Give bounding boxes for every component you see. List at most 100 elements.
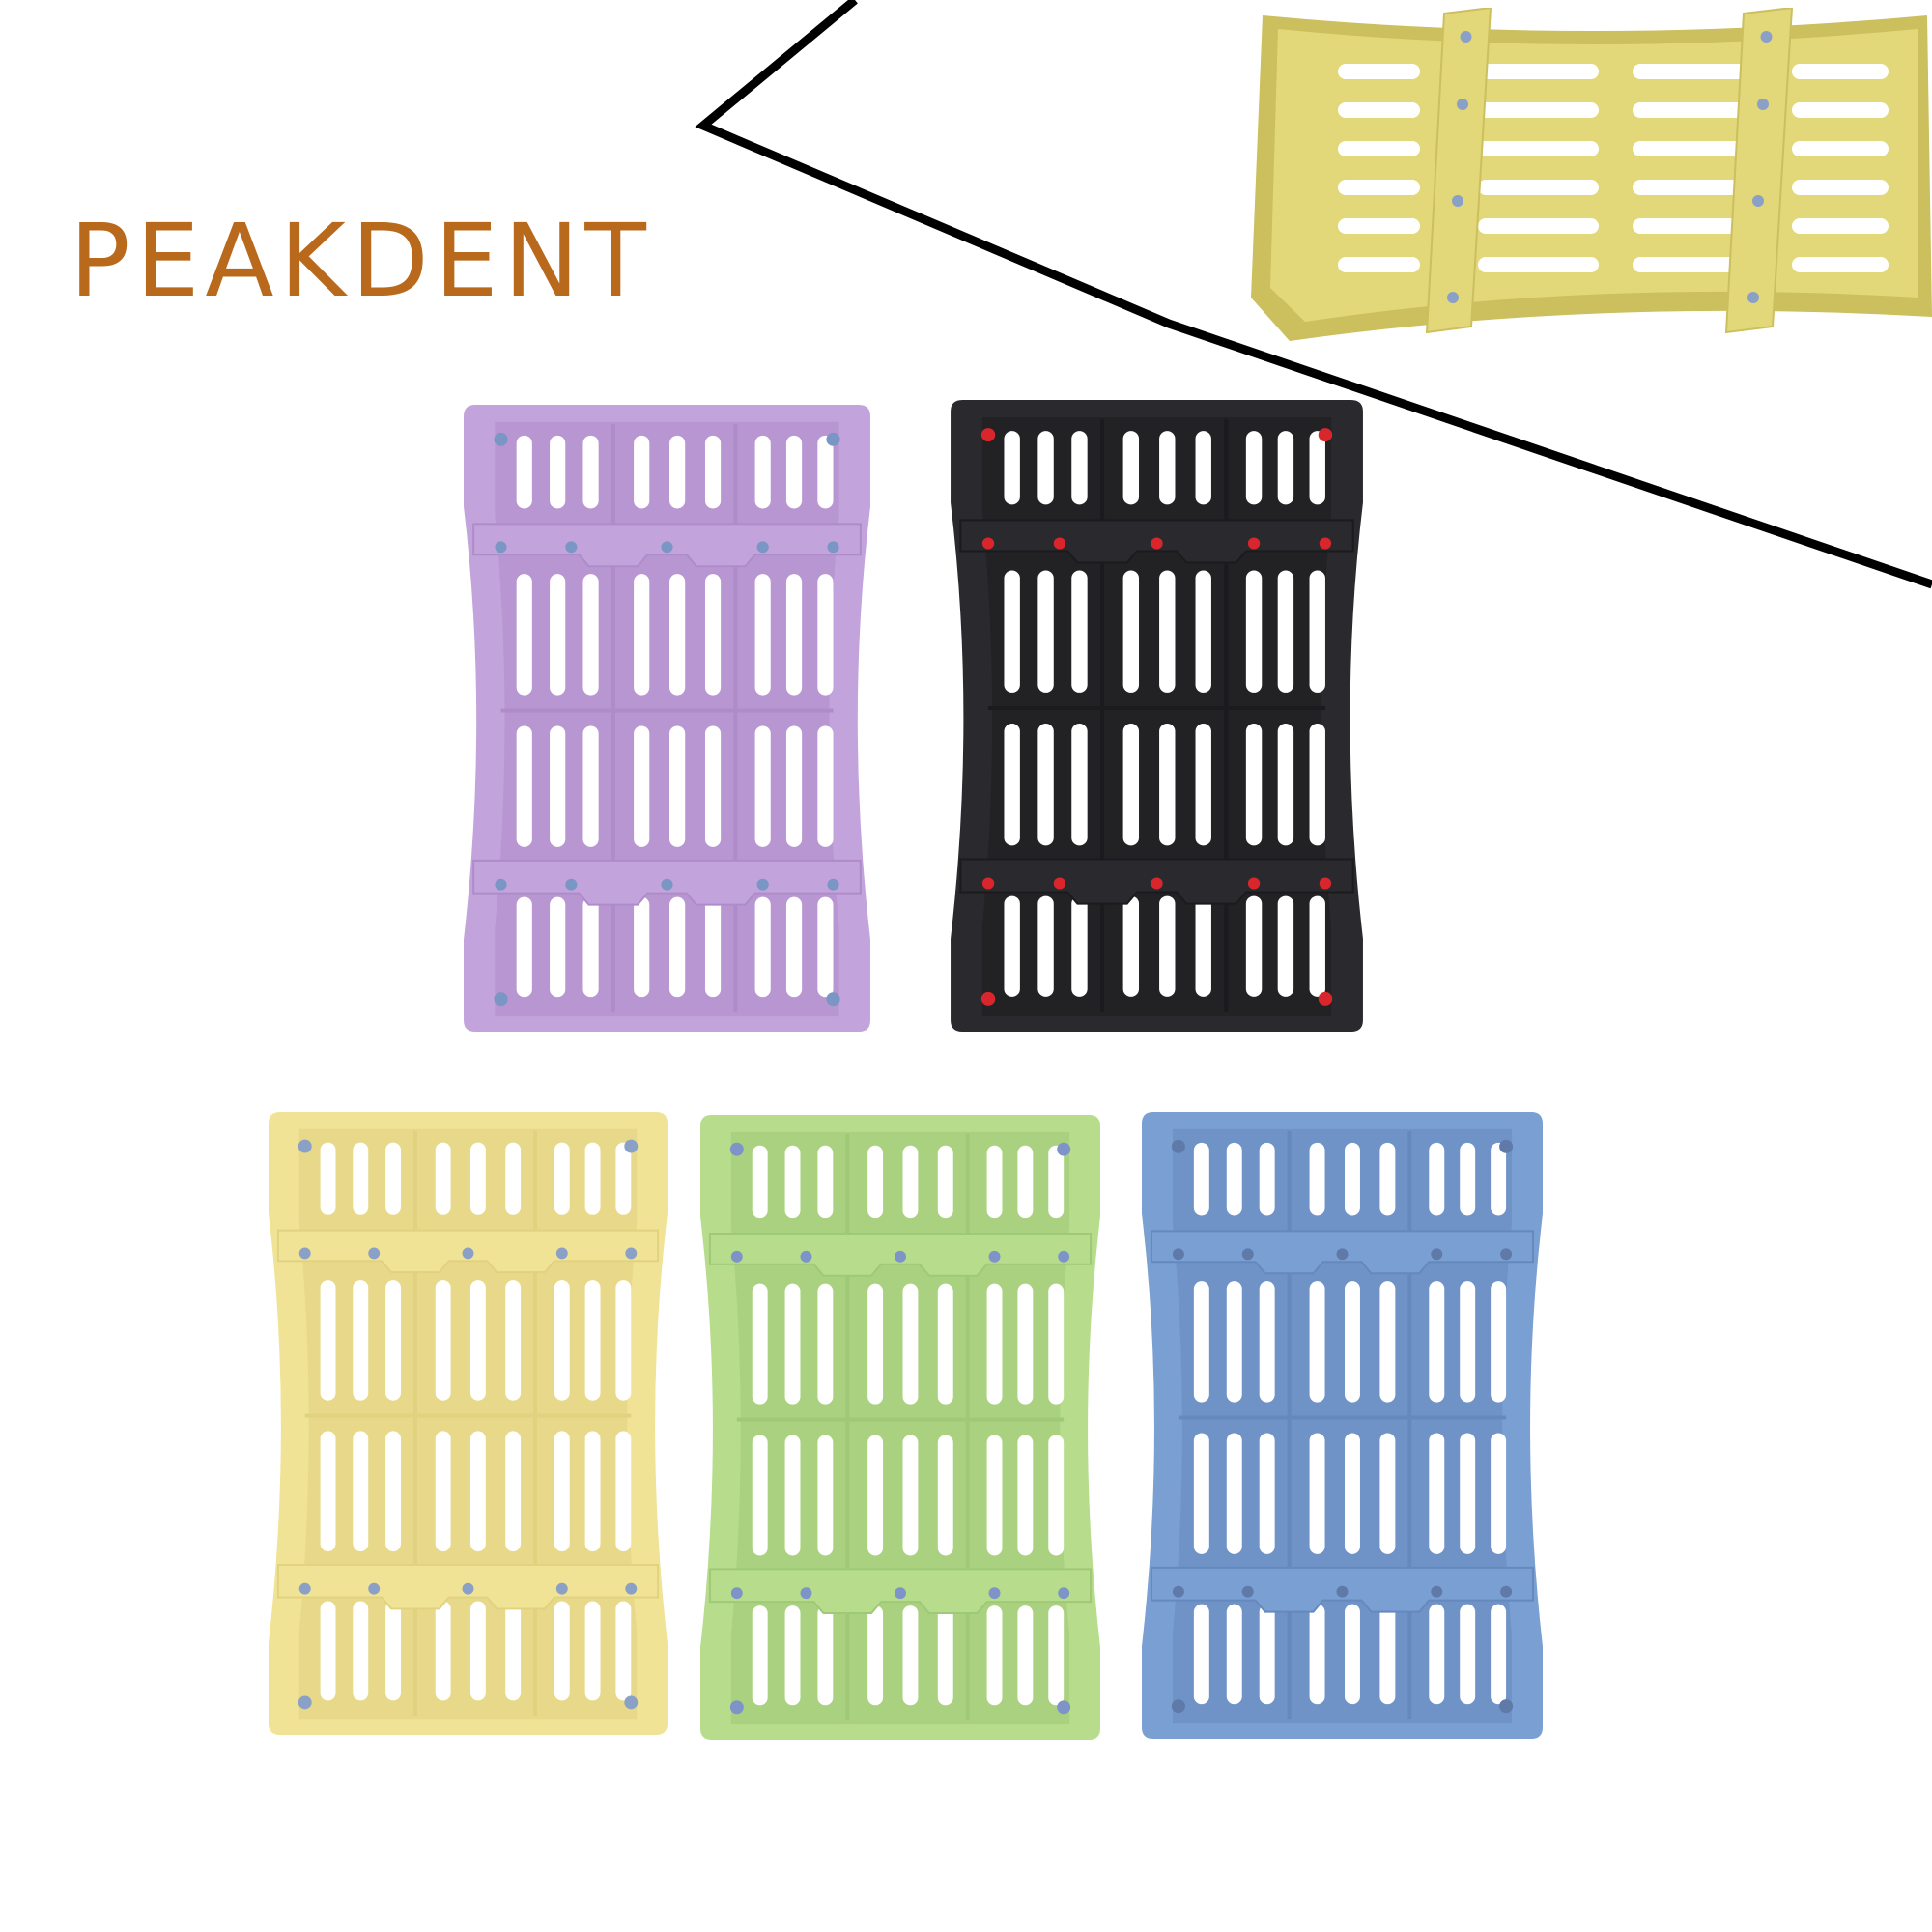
tray-pin <box>661 878 673 891</box>
purple-tray <box>462 401 872 1036</box>
tray-slot <box>817 435 834 509</box>
perspective-tray-slot <box>1338 141 1420 156</box>
tray-slot <box>1491 1604 1507 1705</box>
tray-slot <box>752 1435 768 1556</box>
tray-slot <box>1460 1604 1476 1705</box>
perspective-tray-slot <box>1338 102 1420 118</box>
tray-slot <box>584 1601 601 1701</box>
tray-slot <box>1071 724 1088 846</box>
tray-corner-pin <box>826 432 840 446</box>
tray-pin <box>1241 1248 1254 1261</box>
tray-slot <box>1071 431 1088 505</box>
tray-slot <box>1344 1604 1360 1705</box>
perspective-tray-graphic <box>1251 8 1932 341</box>
tray-slot <box>584 1431 601 1552</box>
tray-slot <box>1277 724 1294 846</box>
tray-pin <box>756 541 769 554</box>
tray-slot <box>1193 1281 1209 1403</box>
tray-pin <box>827 878 839 891</box>
tray-slot <box>867 1283 884 1405</box>
tray-divider-vertical <box>1287 1130 1292 1720</box>
tray-divider-vertical <box>611 423 615 1013</box>
tray-slot <box>1195 570 1211 693</box>
tray-pin <box>1053 877 1066 890</box>
tray-slot <box>554 1601 570 1701</box>
tray-pin <box>368 1247 381 1260</box>
tray-slot <box>1004 431 1020 505</box>
tray-slot <box>1277 431 1294 505</box>
tray-slot <box>1259 1281 1275 1403</box>
tray-pin <box>1151 877 1163 890</box>
tray-slot <box>582 574 599 696</box>
tray-slot <box>817 1283 834 1405</box>
tray-slot <box>1309 1281 1325 1403</box>
tray-divider-vertical <box>412 1130 417 1717</box>
tray-slot <box>385 1601 401 1701</box>
tray-slot <box>320 1431 336 1552</box>
tray-graphic <box>699 1114 1101 1741</box>
tray-slot <box>435 1601 451 1701</box>
perspective-tray-slot <box>1478 141 1599 156</box>
tray-divider-vertical <box>965 1133 970 1721</box>
tray-pin <box>1053 537 1066 550</box>
tray-slot <box>582 896 599 998</box>
tray-slot <box>1429 1433 1445 1554</box>
tray-pin <box>565 878 578 891</box>
tray-slot <box>353 1142 369 1215</box>
tray-slot <box>752 1605 768 1706</box>
tray-pin <box>555 1247 568 1260</box>
tray-slot <box>867 1435 884 1556</box>
tray-pin <box>1500 1585 1513 1598</box>
green-tray <box>698 1111 1102 1744</box>
tray-slot <box>634 435 650 509</box>
tray-slot <box>615 1601 632 1701</box>
tray-slot <box>469 1280 486 1401</box>
tray-divider-vertical <box>1100 419 1105 1012</box>
tray-slot <box>1071 895 1088 997</box>
tray-slot <box>1379 1433 1396 1554</box>
tray-slot <box>1491 1142 1507 1216</box>
tray-slot <box>1309 431 1325 505</box>
tray-pin <box>462 1247 474 1260</box>
tray-slot <box>1379 1604 1396 1705</box>
tray-slot <box>1460 1142 1476 1216</box>
tray-slot <box>1309 1604 1325 1705</box>
tray-pin <box>756 878 769 891</box>
tray-slot <box>634 574 650 696</box>
tray-slot <box>1004 724 1020 846</box>
tray-slot <box>634 896 650 998</box>
tray-slot <box>505 1601 522 1701</box>
tray-slot <box>669 725 686 847</box>
perspective-tray-slot <box>1792 64 1889 79</box>
tray-slot <box>1048 1145 1065 1219</box>
tray-slot <box>817 1435 834 1556</box>
tray-slot <box>1277 570 1294 693</box>
tray-divider-horizontal <box>1178 1415 1507 1420</box>
tray-slot <box>550 725 566 847</box>
tray-slot <box>634 725 650 847</box>
tray-slot <box>1226 1281 1242 1403</box>
perspective-tray-slot <box>1633 218 1753 234</box>
tray-slot <box>505 1142 522 1215</box>
tray-pin <box>1247 877 1261 890</box>
tray-slot <box>754 896 771 998</box>
perspective-tray-pin <box>1757 99 1769 110</box>
tray-slot <box>937 1283 953 1405</box>
tray-slot <box>1037 724 1054 846</box>
tray-slot <box>584 1142 601 1215</box>
tray-slot <box>1048 1283 1065 1405</box>
tray-slot <box>784 1605 801 1706</box>
tray-slot <box>817 896 834 998</box>
perspective-tray-slot <box>1338 180 1420 195</box>
tray-corner-pin <box>1171 1699 1185 1714</box>
tray-slot <box>937 1605 953 1706</box>
tray-slot <box>986 1145 1003 1219</box>
tray-slot <box>1460 1281 1476 1403</box>
yellow-tray <box>267 1108 669 1739</box>
tray-pin <box>565 541 578 554</box>
tray-slot <box>937 1145 953 1219</box>
tray-slot <box>817 1605 834 1706</box>
tray-corner-pin <box>1171 1139 1185 1153</box>
tray-pin <box>1336 1585 1349 1598</box>
tray-slot <box>1429 1142 1445 1216</box>
